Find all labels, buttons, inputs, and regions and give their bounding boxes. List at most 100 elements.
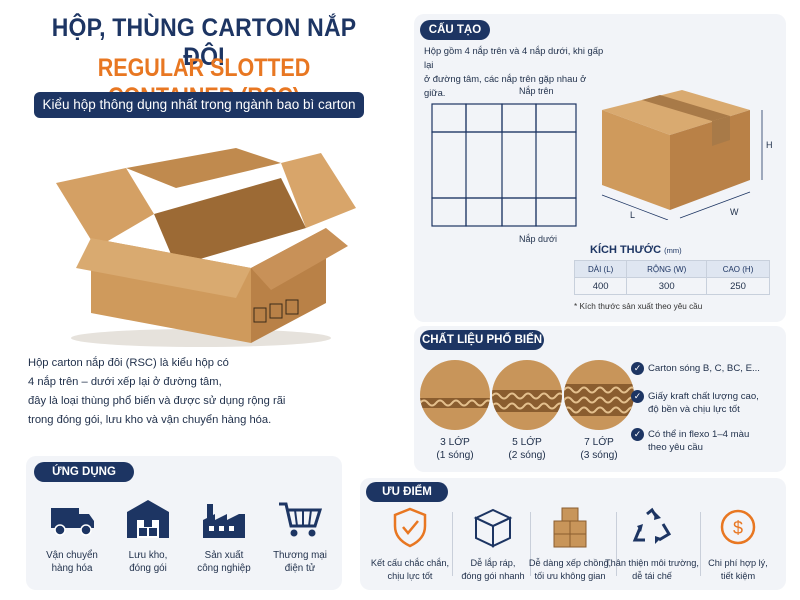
feature-line: độ bền và chịu lực tốt <box>648 404 740 415</box>
advantage-eco-friendly: Thân thiện môi trường, dễ tái chế <box>604 506 700 583</box>
adv-line: tiết kiệm <box>720 571 756 581</box>
bottom-flap-label: Nắp dưới <box>519 234 557 244</box>
dim-val-height: 250 <box>706 277 770 295</box>
advantages-heading: ƯU ĐIỂM <box>366 482 448 502</box>
advantage-label: Kết cấu chắc chắn, chịu lực tốt <box>362 557 458 583</box>
open-carton-box-illustration <box>56 148 356 347</box>
adv-line: Thân thiện môi trường, <box>605 558 699 568</box>
application-label: Lưu kho, đóng gói <box>110 549 186 575</box>
intro-line: đây là loại thùng phổ biến và được sử dụ… <box>28 395 286 407</box>
advantage-stackable: Dễ dàng xếp chồng, tối ưu không gian <box>522 506 618 583</box>
advantage-label: Chi phí hợp lý, tiết kiệm <box>690 557 786 583</box>
intro-line: trong đóng gói, lưu kho và vận chuyển hà… <box>28 414 272 426</box>
material-feature: Có thể in flexo 1–4 màu theo yêu cầu <box>648 428 788 454</box>
application-industrial: Sản xuất công nghiệp <box>186 498 262 575</box>
shopping-cart-icon <box>279 502 323 537</box>
material-feature: Carton sóng B, C, BC, E... <box>648 362 788 375</box>
dollar-coin-icon: $ <box>720 509 756 545</box>
application-ecommerce: Thương mại điện tử <box>262 498 338 575</box>
adv-line: tối ưu không gian <box>534 571 606 581</box>
app-line: Vận chuyển <box>46 550 98 561</box>
material-label: 5 LỚP <box>512 437 542 448</box>
dimensions-heading-text: KÍCH THƯỚC <box>590 244 662 256</box>
dimensions-table: DÀI (L) RỘNG (W) CAO (H) 400 300 250 <box>573 260 770 295</box>
structure-heading: CẤU TẠO <box>420 20 490 40</box>
feature-line: Giấy kraft chất lượng cao, <box>648 391 759 402</box>
adv-line: đóng gói nhanh <box>461 571 525 581</box>
material-feature: Giấy kraft chất lượng cao, độ bền và chị… <box>648 390 788 416</box>
advantage-label: Dễ lắp ráp, đóng gói nhanh <box>445 557 541 583</box>
adv-line: Chi phí hợp lý, <box>708 558 768 568</box>
application-warehouse: Lưu kho, đóng gói <box>110 498 186 575</box>
dim-val-length: 400 <box>573 277 628 295</box>
desc-line: Hộp gồm 4 nắp trên và 4 nắp dưới, khi gấ… <box>424 45 604 70</box>
intro-line: 4 nắp trên – dưới xếp lại ở đường tâm, <box>28 376 222 388</box>
check-icon: ✓ <box>631 362 644 375</box>
applications-heading: ỨNG DỤNG <box>34 462 134 482</box>
app-line: Sản xuất <box>204 550 244 561</box>
dimensions-unit: (mm) <box>664 246 682 255</box>
truck-icon <box>51 508 94 536</box>
dim-col-width: RỘNG (W) <box>626 260 708 278</box>
divider <box>530 512 531 576</box>
desc-line: ở đường tâm, các nắp trên gặp nhau ở giữ… <box>424 73 587 98</box>
dimensions-heading: KÍCH THƯỚC (mm) <box>590 244 682 256</box>
material-label: 3 LỚP <box>440 437 470 448</box>
dimensions-note: * Kích thước sản xuất theo yêu cầu <box>574 302 703 311</box>
recycle-icon <box>632 507 672 544</box>
dim-val-width: 300 <box>626 277 708 295</box>
feature-line: theo yêu cầu <box>648 442 703 453</box>
advantage-easy-assembly: Dễ lắp ráp, đóng gói nhanh <box>445 506 541 583</box>
app-line: công nghiệp <box>197 563 251 574</box>
material-5-layer-label: 5 LỚP (2 sóng) <box>487 436 567 462</box>
material-7-layer-label: 7 LỚP (3 sóng) <box>559 436 639 462</box>
material-sub: (2 sóng) <box>508 450 546 461</box>
factory-icon <box>203 504 245 538</box>
stacked-boxes-icon <box>553 507 587 548</box>
shield-check-icon <box>393 507 427 548</box>
adv-line: chịu lực tốt <box>387 571 433 581</box>
advantage-label: Thân thiện môi trường, dễ tái chế <box>604 557 700 583</box>
dieline-diagram: Nắp trên Nắp dưới <box>431 86 577 244</box>
advantage-sturdy: Kết cấu chắc chắn, chịu lực tốt <box>362 506 458 583</box>
feature-line: Carton sóng B, C, BC, E... <box>648 363 760 374</box>
adv-line: Dễ lắp ráp, <box>470 558 516 568</box>
app-line: Lưu kho, <box>128 550 168 561</box>
corrugated-3-layer-image <box>420 360 490 430</box>
divider <box>616 512 617 576</box>
divider <box>452 512 453 576</box>
materials-heading: CHẤT LIỆU PHỔ BIẾN <box>420 330 544 350</box>
adv-line: dễ tái chế <box>632 571 672 581</box>
structure-description: Hộp gồm 4 nắp trên và 4 nắp dưới, khi gấ… <box>424 44 604 100</box>
intro-paragraph: Hộp carton nắp đôi (RSC) là kiểu hộp có … <box>28 354 358 430</box>
app-line: Thương mại <box>273 550 327 561</box>
dim-l-label: L <box>630 210 635 220</box>
material-sub: (3 sóng) <box>580 450 618 461</box>
corrugated-5-layer-image <box>492 360 562 430</box>
advantage-cost-effective: $ Chi phí hợp lý, tiết kiệm <box>690 506 786 583</box>
advantage-label: Dễ dàng xếp chồng, tối ưu không gian <box>522 557 618 583</box>
page-title: HỘP, THÙNG CARTON NẮP ĐÔI <box>51 14 357 71</box>
dim-w-label: W <box>730 207 739 217</box>
application-label: Sản xuất công nghiệp <box>186 549 262 575</box>
dim-h-label: H <box>766 140 773 150</box>
adv-line: Dễ dàng xếp chồng, <box>528 558 612 568</box>
material-sub: (1 sóng) <box>436 450 474 461</box>
box-assembly-icon <box>473 508 513 548</box>
app-line: điện tử <box>284 563 316 574</box>
check-icon: ✓ <box>631 390 644 403</box>
dim-col-length: DÀI (L) <box>573 260 628 278</box>
app-line: đóng gói <box>129 563 167 574</box>
application-label: Vận chuyển hàng hóa <box>34 549 110 575</box>
check-icon: ✓ <box>631 428 644 441</box>
top-flap-label: Nắp trên <box>519 86 554 96</box>
divider <box>700 512 701 576</box>
warehouse-icon <box>127 500 169 538</box>
svg-text:$: $ <box>733 518 743 538</box>
closed-box-illustration: H L W <box>601 90 773 220</box>
application-label: Thương mại điện tử <box>262 549 338 575</box>
subtitle-banner: Kiểu hộp thông dụng nhất trong ngành bao… <box>34 92 364 118</box>
adv-line: Kết cấu chắc chắn, <box>370 558 450 568</box>
corrugated-7-layer-image <box>564 360 634 430</box>
app-line: hàng hóa <box>51 563 93 574</box>
